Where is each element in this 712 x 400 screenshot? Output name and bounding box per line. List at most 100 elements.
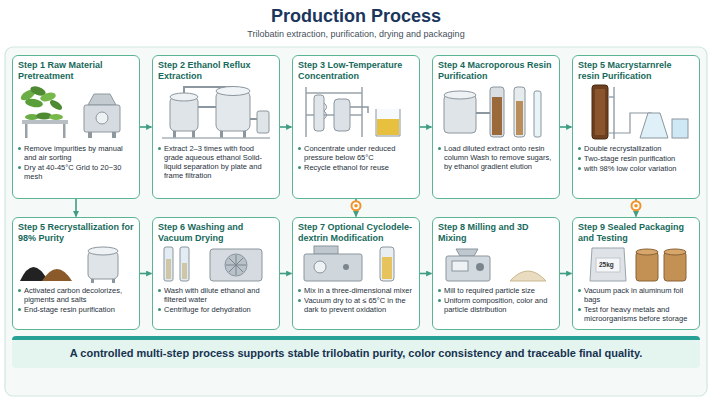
step-heading: Step 6 Washing and Vacuum Drying: [158, 222, 274, 243]
flow-arrow: [140, 273, 152, 275]
flow-arrow: [420, 273, 432, 275]
illustration-part: [257, 111, 269, 133]
bullet-text: Mix in a three-dimensional mixer: [298, 286, 414, 295]
process-box: Step 1 Raw Material Pretreatment Remove …: [12, 55, 140, 199]
illustration: [18, 83, 134, 141]
illustration-part: [324, 103, 327, 119]
illustration-part: [376, 109, 400, 136]
illustration-part: [350, 107, 368, 113]
illustration-part: [452, 261, 468, 271]
bullet-text: Activated carbon decolorizes, pigments a…: [18, 286, 134, 304]
illustration-part: [664, 249, 686, 255]
step-heading: Step 1 Raw Material Pretreatment: [18, 60, 134, 81]
flow-arrow: [420, 126, 432, 128]
bullet-text: Dry at 40-45°C Grid to 20~30 mesh: [18, 163, 134, 181]
illustration-part: [476, 263, 484, 271]
illustration-part: [49, 114, 63, 120]
illustration: 25kg: [578, 245, 694, 283]
step-heading: Step 7 Optional Cyclodele- dextrin Modif…: [298, 222, 414, 243]
bullet-text: Remove impurities by manual and air sort…: [18, 144, 134, 162]
illustration-part: [314, 261, 326, 273]
step-heading: Step 8 Milling and 3D Mixing: [438, 222, 554, 243]
illustration-part: [112, 132, 116, 138]
illustration-part: [590, 248, 626, 281]
bullet-text: Two-stage resin purification: [578, 154, 694, 163]
process-box: Step 5 Recrystallization for 98% Purity …: [12, 217, 140, 330]
extraction-tank-illustration: [158, 83, 273, 141]
resin-column-illustration: [438, 83, 553, 141]
flow-arrow: [560, 273, 572, 275]
illustration-part: [306, 87, 362, 137]
illustration-part: [592, 85, 608, 139]
illustration-part: [162, 137, 270, 139]
page-title: Production Process: [0, 6, 712, 27]
illustration-part: [166, 259, 171, 279]
bullet-text: with 98% low color variation: [578, 164, 694, 173]
bag-label: 25kg: [599, 261, 614, 269]
illustration-part: [243, 131, 246, 138]
step-heading: Step 9 Sealed Packaging and Testing: [578, 222, 694, 243]
illustration-part: [380, 247, 394, 281]
macroporous-column-illustration: [578, 83, 693, 141]
process-box: Step 8 Milling and 3D Mixing Mill to req…: [432, 217, 560, 330]
illustration-part: [334, 99, 350, 131]
drying-illustration: [158, 245, 273, 283]
illustration-part: [112, 279, 115, 283]
illustration-part: [216, 91, 250, 131]
bullet-text: Load diluted extract onto resin column W…: [438, 144, 554, 171]
bullet-text: Test for heavy metals and microorganisms…: [578, 305, 694, 323]
modification-illustration: [298, 245, 413, 283]
flow-arrow: [560, 126, 572, 128]
flow-arrow: [355, 199, 357, 217]
illustration-part: [446, 256, 490, 281]
junction-core: [634, 204, 638, 208]
illustration-part: [22, 120, 68, 124]
illustration-part: [377, 119, 399, 135]
illustration-part: [444, 95, 476, 133]
step-heading: Step 4 Macroporous Resin Purification: [438, 60, 554, 81]
illustration-part: [510, 271, 546, 281]
illustration-part: [595, 89, 605, 135]
illustration-part: [672, 119, 688, 138]
flow-arrow: [635, 199, 637, 217]
process-box: Step 9 Sealed Packaging and Testing 25kg…: [572, 217, 700, 330]
bullet-text: Mill to required particle size: [438, 286, 554, 295]
process-box: Step 2 Ethanol Reflux Extraction Extract…: [152, 55, 280, 199]
illustration: [158, 83, 274, 141]
illustration-part: [170, 93, 198, 101]
illustration-part: [490, 87, 504, 137]
raw-material-illustration: [18, 83, 133, 141]
header-block: Production ProcessTrilobatin extraction,…: [0, 0, 712, 40]
bullet-text: Extract 2–3 times with food grade aqueou…: [158, 144, 274, 180]
illustration-part: [516, 101, 523, 135]
bullet-text: Recycle ethanol for reuse: [298, 163, 414, 172]
flow-arrow: [75, 199, 77, 217]
illustration-part: [636, 249, 658, 255]
bullet-text: Concentrate under reduced pressure below…: [298, 144, 414, 162]
illustration-part: [96, 112, 108, 124]
illustration-part: [226, 255, 246, 275]
step-heading: Step 5 Macrystarnrele resin Purification: [578, 60, 694, 81]
illustration-part: [164, 247, 173, 281]
illustration-part: [42, 269, 72, 281]
illustration-part: [88, 132, 92, 138]
panel-background: [5, 47, 707, 396]
concentration-illustration: [298, 83, 413, 141]
illustration-part: [24, 98, 43, 109]
bullet-text: Centrifuge for dehydration: [158, 305, 274, 314]
junction-dot: [352, 201, 361, 210]
illustration-part: [192, 131, 195, 138]
illustration-part: [63, 124, 66, 138]
illustration-part: [304, 254, 362, 281]
illustration: [158, 245, 274, 283]
bullet-text: Wash with dilute ethanol and filtered wa…: [158, 286, 274, 304]
illustration-part: [444, 91, 476, 99]
illustration-part: [534, 91, 541, 137]
junction-dot: [632, 201, 641, 210]
bullet-text: End-stage resin purification: [18, 305, 134, 314]
illustration-part: [343, 264, 349, 270]
illustration-part: [91, 279, 94, 283]
illustration: [438, 245, 554, 283]
illustration: [438, 83, 554, 141]
illustration: [18, 245, 134, 283]
